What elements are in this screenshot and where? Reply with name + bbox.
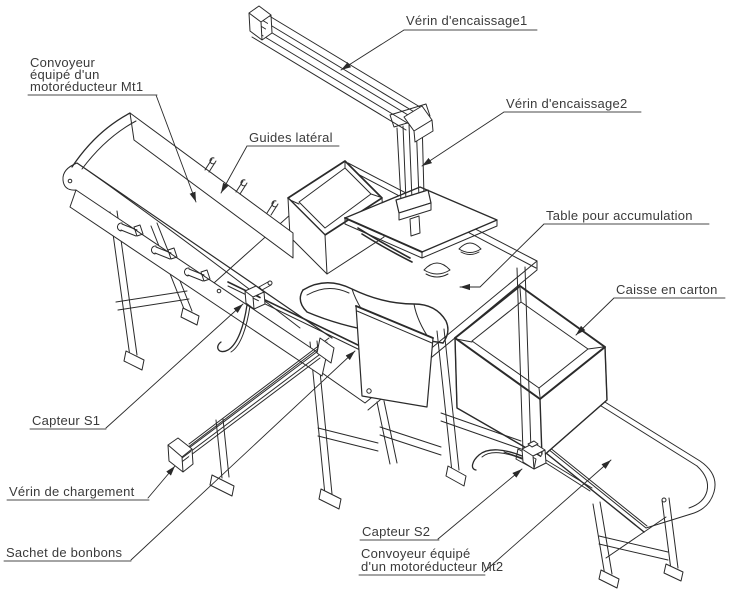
label-sachet-bonbons: Sachet de bonbons [6,545,123,560]
label-verin-chargement: Vérin de chargement [9,484,135,499]
leader-verin-encaissage-1 [340,29,405,71]
label-verin-encaissage-1: Vérin d'encaissage1 [406,13,527,28]
leader-caisse-carton [575,297,615,336]
cardboard-box [454,285,608,458]
leader-sachet-bonbons [130,350,356,561]
suction-cup [458,242,482,255]
sensor-s1-cable [217,304,248,353]
conveyor-mt2 [545,398,716,589]
label-convoyeur-mt1-line1: Convoyeur [30,55,96,70]
leader-convoyeur-mt1 [155,94,197,203]
label-convoyeur-mt1-line3: motoréducteur Mt1 [30,79,143,94]
label-caisse-carton: Caisse en carton [616,282,718,297]
cylinder-rod [409,215,421,237]
suction-cup [423,262,451,278]
leader-table-accumulation [459,223,545,291]
sensor-s1 [217,280,273,353]
labels: Vérin d'encaissage1 Convoyeur équipé d'u… [6,13,718,574]
label-capteur-s1: Capteur S1 [32,413,100,428]
label-convoyeur-mt2-line2: d'un motoréducteur Mt2 [361,559,503,574]
label-guides-lateral: Guides latéral [249,130,333,145]
loading-cylinder [167,337,335,473]
leader-guides-lateral [220,145,248,194]
guide-bolts-near [117,222,211,282]
leader-capteur-s2 [437,468,523,540]
end-wall-plate [355,305,434,408]
leader-convoyeur-mt2 [483,459,612,573]
label-capteur-s2: Capteur S2 [362,524,430,539]
sensor-s2 [471,440,593,492]
label-underlines [3,29,726,576]
table-left-leg [215,418,230,479]
label-convoyeur-mt2-line1: Convoyeur équipé [361,546,471,561]
casing-cylinder-2 [389,103,432,237]
middle-carton [287,160,385,275]
far-guide-plate [129,112,294,259]
near-frame-band [69,189,327,377]
label-convoyeur-mt1-line2: équipé d'un [30,67,100,82]
leader-verin-chargement [147,465,176,499]
leader-capteur-s1 [105,303,244,429]
suction-plate [344,186,498,278]
mt2-rear-leg [661,497,679,571]
label-table-accumulation: Table pour accumulation [546,208,693,223]
leader-verin-encaissage-2 [421,111,505,167]
leader-lines [105,29,615,573]
sensor-s2-cable [471,449,523,471]
guide-bolts-far [204,157,279,216]
belt-nose [62,162,78,191]
label-verin-encaissage-2: Vérin d'encaissage2 [506,96,627,111]
casing-cylinder-1 [248,5,434,143]
